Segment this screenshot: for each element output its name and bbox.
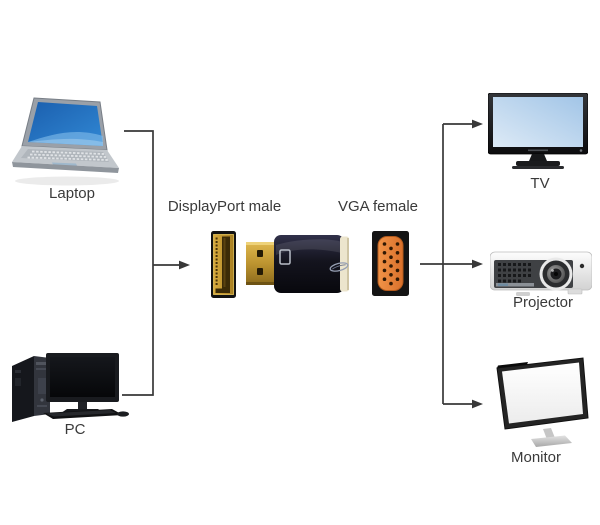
laptop-label: Laptop: [49, 185, 95, 202]
projector-icon: [490, 251, 592, 296]
projector-label: Projector: [512, 294, 574, 311]
tv-label: TV: [530, 175, 550, 192]
monitor-label: Monitor: [510, 449, 562, 466]
arrow-icon-to-adapter: [179, 260, 190, 270]
tv-icon: [488, 93, 588, 169]
displayport-male-label: DisplayPort male: [167, 198, 282, 215]
arrow-icon-to-monitor: [472, 399, 483, 409]
displayport-male-connector-icon: [211, 231, 236, 298]
arrow-icon-to-projector: [472, 259, 483, 269]
pc-icon: [12, 353, 129, 422]
vga-female-connector-icon: [372, 231, 409, 296]
monitor-icon: [496, 357, 589, 447]
dp-to-vga-adapter-icon: [246, 235, 349, 293]
line-laptop-pc-bus: [122, 130, 154, 396]
pc-label: PC: [64, 421, 86, 438]
arrow-icon-to-tv: [472, 119, 483, 129]
vga-female-label: VGA female: [337, 198, 419, 215]
laptop-icon: [12, 97, 119, 186]
